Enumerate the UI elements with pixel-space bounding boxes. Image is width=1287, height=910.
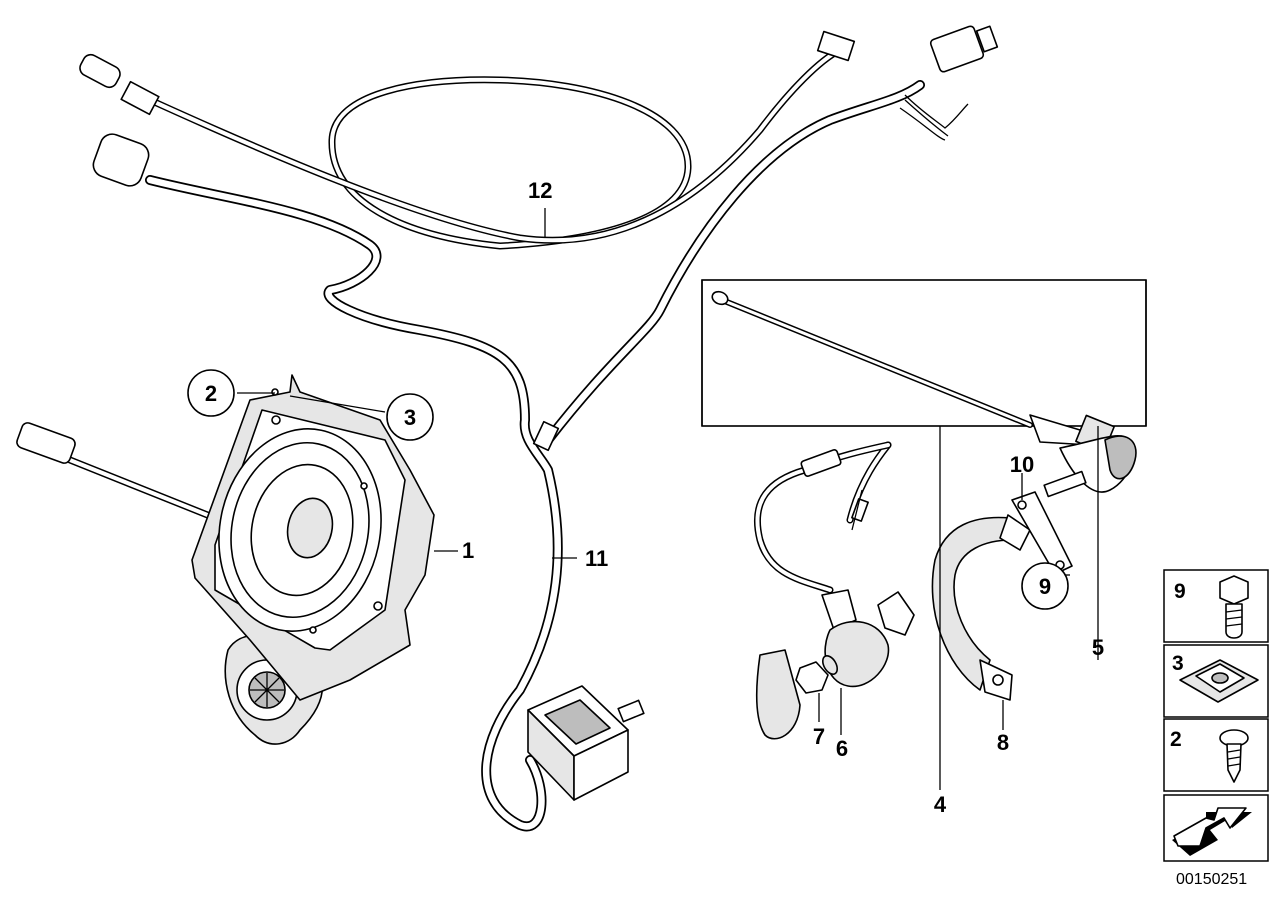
diagram-id: 00150251 (1176, 871, 1247, 888)
round-plug-connector (79, 53, 121, 89)
washer-plate (1011, 491, 1073, 575)
callout-4: 4 (934, 792, 947, 817)
side-panel-number: 9 (1174, 580, 1186, 603)
clip-nut-icon (1179, 659, 1259, 703)
bolt-icon (1219, 575, 1249, 639)
kit-frame-outline (702, 280, 1146, 426)
callout-2-circle (187, 369, 235, 417)
speaker-plug-connector (16, 422, 76, 464)
callout-9-circle (1021, 562, 1069, 610)
callout-8: 8 (997, 730, 1009, 755)
nut (795, 661, 829, 694)
bottom-connector (527, 685, 645, 801)
callout-6: 6 (836, 736, 848, 761)
antenna-base (1029, 414, 1137, 498)
forward-arrow-icon (1172, 807, 1252, 856)
box-connector (929, 25, 985, 73)
side-panel-number: 3 (1172, 652, 1184, 675)
callout-11: 11 (585, 546, 608, 571)
side-panel-item-bolt[interactable] (1163, 569, 1269, 643)
callout-2: 2 (205, 381, 217, 406)
flat-connector (816, 30, 856, 62)
kit-box (702, 280, 1146, 426)
speaker-assembly[interactable] (15, 374, 435, 745)
antenna-kit-frame (701, 279, 1147, 427)
callout-3: 3 (404, 405, 416, 430)
callout-1: 1 (462, 538, 474, 563)
antenna-kit-parts[interactable] (710, 289, 1137, 740)
callout-9: 9 (1039, 574, 1051, 599)
callout-5: 5 (1092, 635, 1104, 660)
side-panel-item-screw[interactable] (1163, 718, 1269, 792)
callout-3-circle (386, 393, 434, 441)
screw-icon (1219, 729, 1249, 783)
forward-nav-button[interactable] (1163, 794, 1269, 862)
washer (821, 655, 839, 675)
kit-border (702, 280, 1146, 426)
clamp-bracket (931, 514, 1031, 701)
side-panel-number: 2 (1170, 728, 1182, 751)
kit-outline (701, 279, 1147, 427)
callout-7: 7 (813, 724, 825, 749)
wiring-harness[interactable] (77, 25, 999, 832)
callout-10: 10 (1010, 452, 1034, 477)
side-panel: 9 3 2 (1163, 569, 1269, 862)
oval-sensor-connector (92, 133, 150, 187)
callout-12: 12 (528, 178, 552, 203)
